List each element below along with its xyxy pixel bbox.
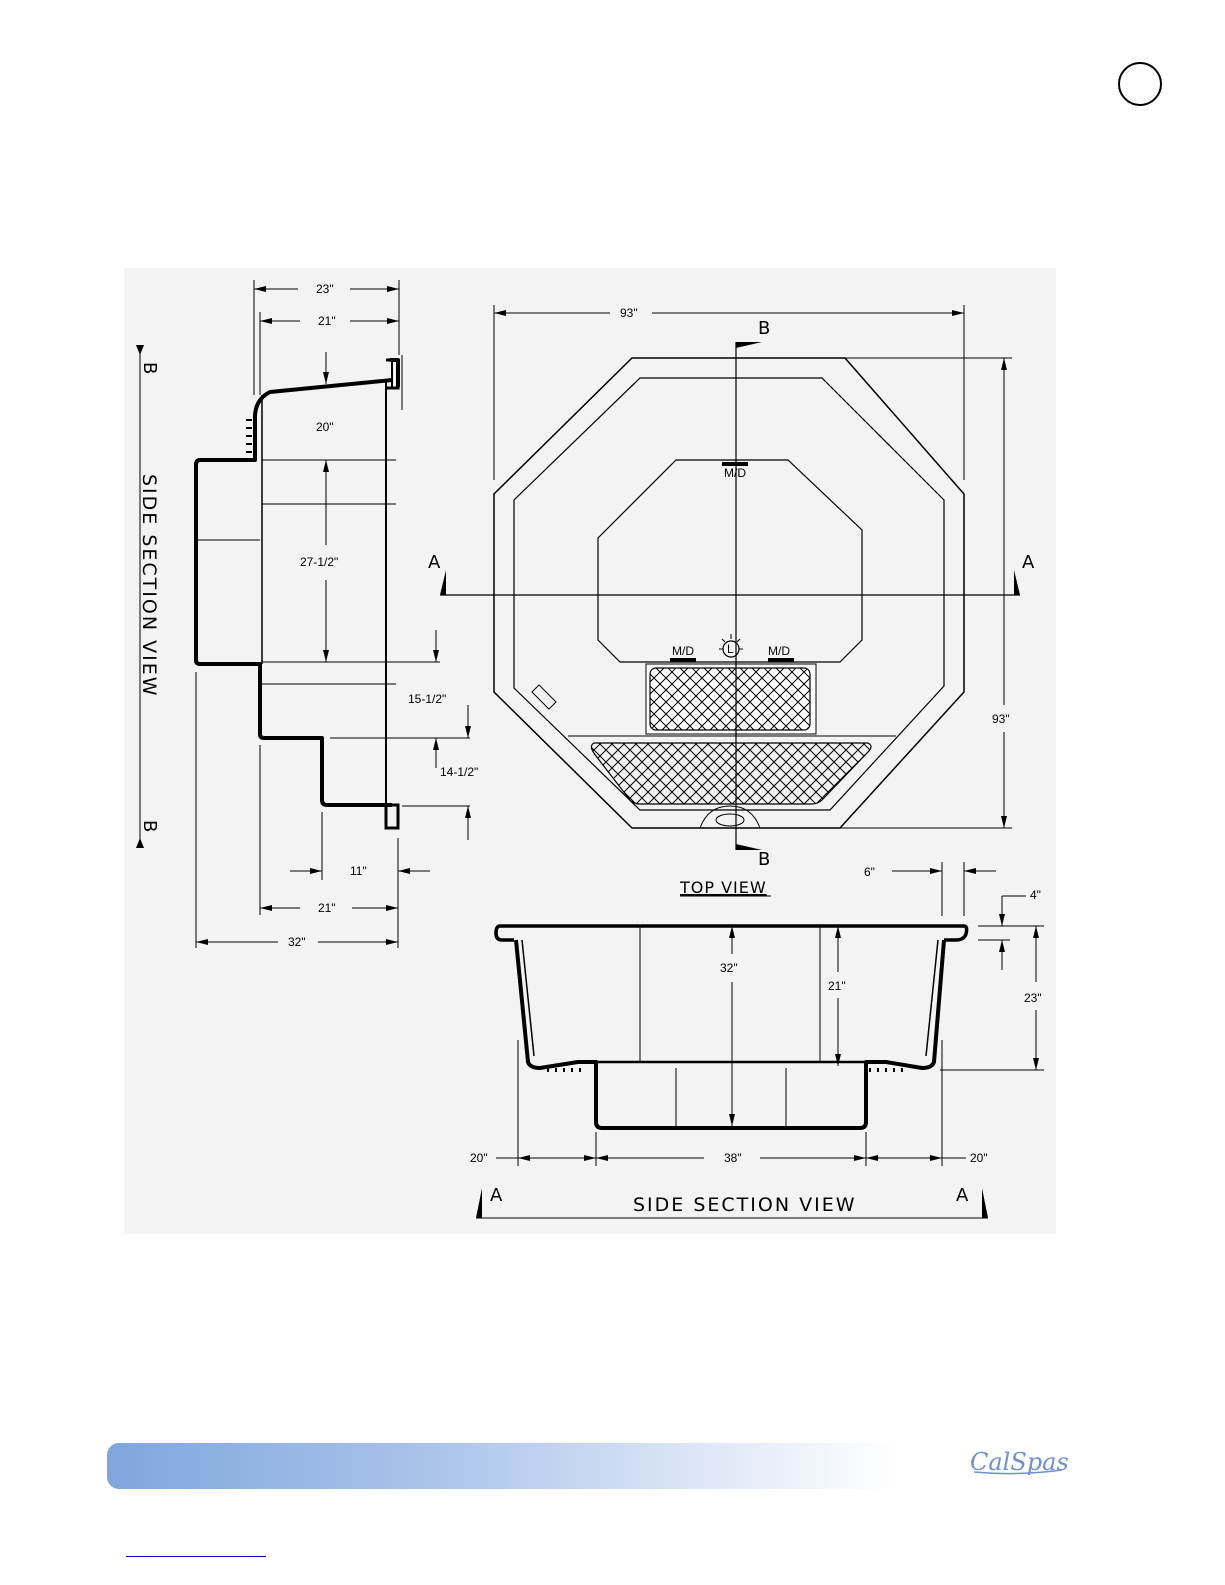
dim-14-half: 14-1/2"	[440, 765, 478, 779]
dim-21-bottom: 21"	[318, 901, 336, 915]
dim-20-left: 20"	[470, 1151, 488, 1165]
light-label: L	[727, 642, 734, 656]
marker-a-section-right: A	[956, 1185, 969, 1206]
footer-link-underline	[126, 1556, 266, 1557]
brand-logo: CalSpas	[968, 1440, 1068, 1480]
dim-11: 11"	[350, 864, 367, 878]
dim-27-half: 27-1/2"	[300, 555, 338, 569]
side-b-labels: B B SIDE SECTION VIEW 23" 21" 20" 27-1/2…	[138, 282, 478, 949]
md-label-top: M/D	[724, 466, 746, 480]
dim-20-right: 20"	[970, 1151, 988, 1165]
marker-a-section-left: A	[490, 1185, 503, 1206]
side-section-b-title: SIDE SECTION VIEW	[138, 474, 160, 697]
dim-4: 4"	[1030, 888, 1041, 902]
dim-32-depth: 32"	[720, 961, 738, 975]
dim-93-width: 93"	[620, 306, 638, 320]
side-a-labels: 6" 4" 23" 21" 32" 20" 38" 20" A A SIDE S…	[470, 865, 1042, 1216]
top-view	[440, 305, 1020, 850]
side-section-view-a	[476, 862, 1044, 1218]
dim-38: 38"	[724, 1151, 742, 1165]
md-label-right: M/D	[768, 644, 790, 658]
side-section-a-title: SIDE SECTION VIEW	[633, 1194, 856, 1216]
dim-93-height: 93"	[992, 712, 1010, 726]
dim-23: 23"	[316, 282, 334, 296]
dim-6: 6"	[864, 865, 875, 879]
marker-a-right: A	[1022, 552, 1035, 573]
marker-b-top: B	[139, 362, 160, 374]
marker-a-left: A	[428, 552, 441, 573]
technical-drawing: B B SIDE SECTION VIEW 23" 21" 20" 27-1/2…	[124, 268, 1056, 1234]
side-section-view-b	[136, 280, 471, 948]
marker-b-bottom-view: B	[758, 849, 770, 870]
dim-21-depth: 21"	[828, 979, 846, 993]
page-number-circle	[1118, 62, 1162, 106]
dim-20-depth: 20"	[316, 420, 334, 434]
footer-gradient-bar	[107, 1443, 897, 1489]
dim-21-top: 21"	[318, 314, 336, 328]
marker-b-top-view: B	[758, 318, 770, 339]
dim-32: 32"	[288, 935, 306, 949]
top-view-title: TOP VIEW	[679, 878, 767, 897]
dim-15-half: 15-1/2"	[408, 692, 446, 706]
dim-23-height: 23"	[1024, 991, 1042, 1005]
md-label-left: M/D	[672, 644, 694, 658]
marker-b-bottom: B	[139, 820, 160, 832]
